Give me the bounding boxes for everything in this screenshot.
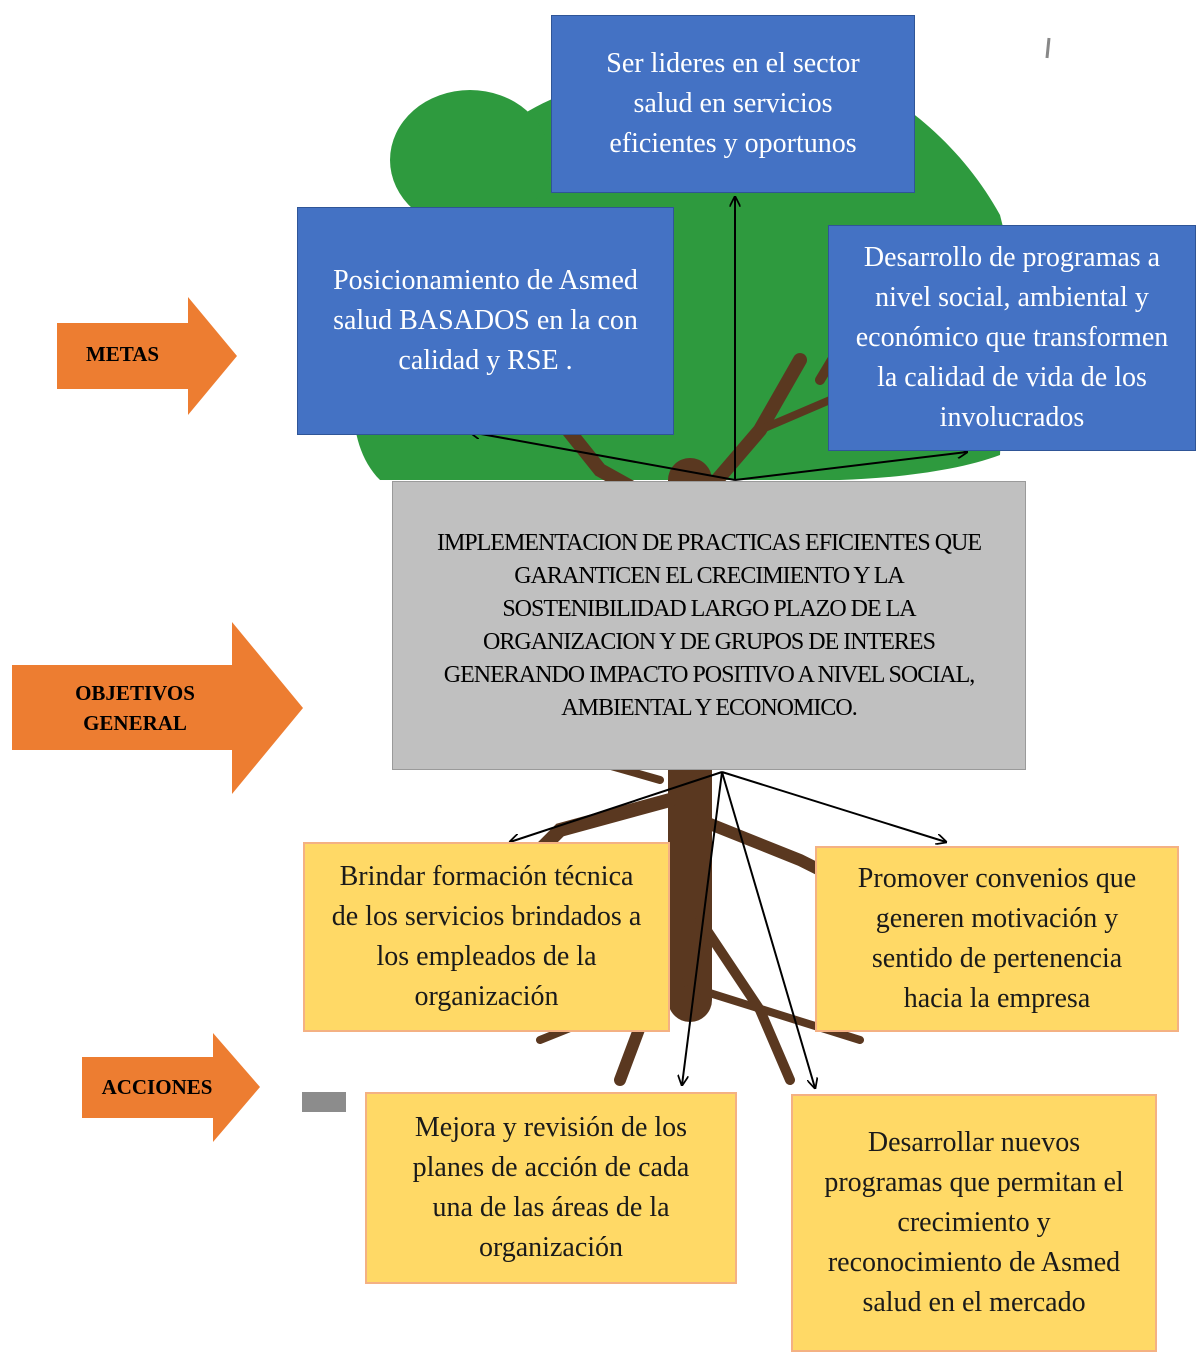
connector-right [734,452,967,481]
accion-planes-box: Mejora y revisión de los planes de acció… [365,1092,737,1284]
meta-top-text: Ser lideres en el sector salud en servic… [606,48,860,159]
meta-right-text: Desarrollo de programas a nivel social, … [855,242,1169,433]
accion-formacion-text: Brindar formación técnica de los servici… [331,861,642,1012]
arrow-objetivos [12,622,303,794]
meta-left-box: Posicionamiento de Asmed salud BASADOS e… [297,207,674,435]
meta-top-box: Ser lideres en el sector salud en servic… [551,15,915,193]
connector-arrows [470,197,967,1088]
accion-convenios-box: Promover convenios que generen motivació… [815,846,1179,1032]
meta-left-text: Posicionamiento de Asmed salud BASADOS e… [333,265,638,376]
stray-stroke [1045,37,1051,59]
accion-planes-text: Mejora y revisión de los planes de acció… [412,1112,690,1263]
connector-a2 [721,771,946,842]
connector-a4 [721,771,815,1088]
accion-programas-box: Desarrollar nuevos programas que permita… [791,1094,1157,1352]
label-acciones: ACCIONES [101,1075,213,1099]
label-objetivos-general: OBJETIVOS GENERAL [75,681,195,735]
meta-right-box: Desarrollo de programas a nivel social, … [828,225,1196,451]
arrow-acciones [82,1033,260,1142]
arrow-metas [57,297,237,415]
accion-programas-text: Desarrollar nuevos programas que permita… [824,1127,1124,1318]
objetivo-general-text: IMPLEMENTACION DE PRACTICAS EFICIENTES Q… [436,529,982,721]
objetivo-general-box: IMPLEMENTACION DE PRACTICAS EFICIENTES Q… [392,481,1026,770]
label-metas: METAS [85,342,160,366]
accion-convenios-text: Promover convenios que generen motivació… [857,863,1137,1014]
connector-a1 [510,771,723,842]
accion-formacion-box: Brindar formación técnica de los servici… [303,842,670,1032]
connector-left [470,432,736,481]
connector-a3 [682,771,723,1085]
stray-fragment [302,1092,346,1112]
